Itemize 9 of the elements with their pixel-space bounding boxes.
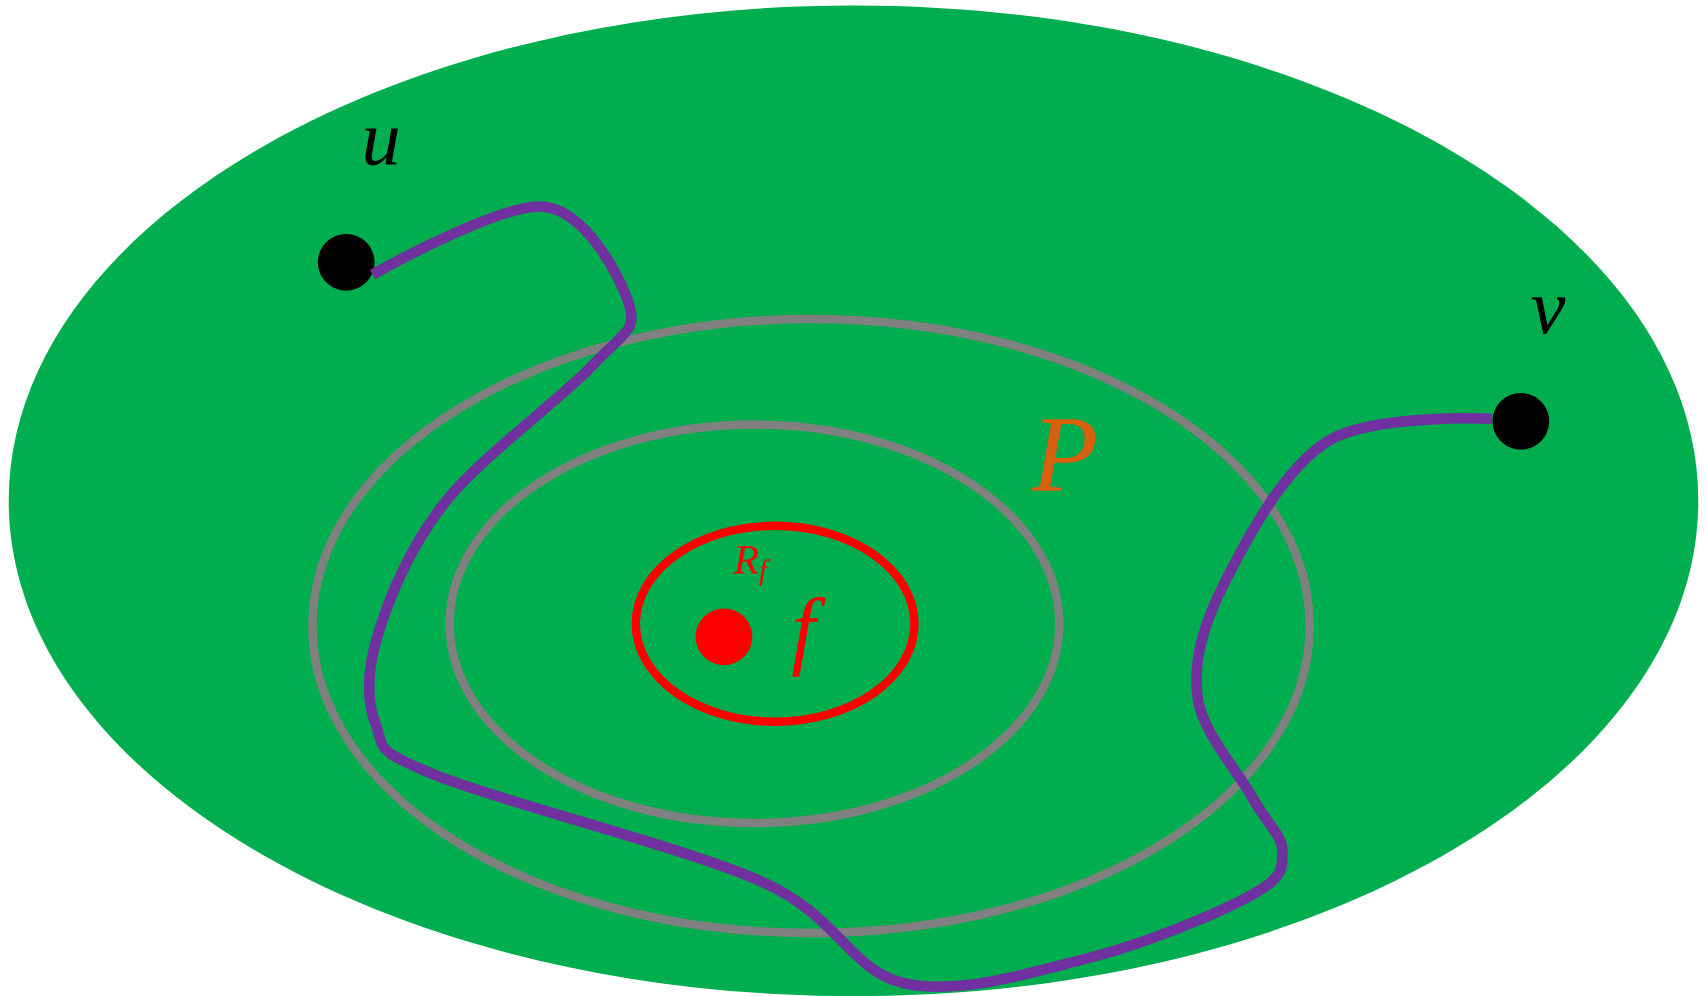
point-label: v <box>1531 297 1566 335</box>
point-label: u <box>365 128 398 166</box>
region-label: P <box>1030 419 1096 491</box>
path-curve <box>364 201 1492 992</box>
point-dot <box>317 234 375 291</box>
point-dot <box>1492 392 1550 450</box>
point-label: f <box>792 596 826 677</box>
region-label: R$_{f}$ <box>733 546 771 586</box>
point-dot <box>695 608 753 666</box>
